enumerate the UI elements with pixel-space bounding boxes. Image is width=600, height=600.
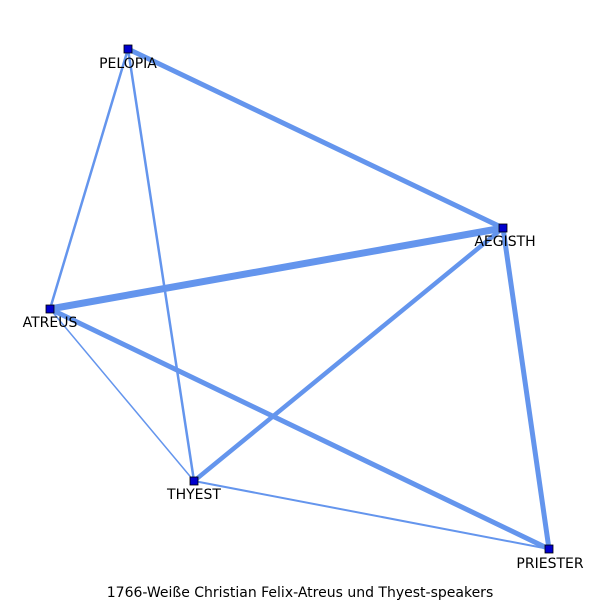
edge-aegisth-priester — [500, 225, 552, 552]
node-marker — [189, 476, 199, 486]
edge-atreus-priester — [47, 306, 552, 552]
node-label: PRIESTER — [516, 556, 583, 572]
edge-aegisth-atreus — [46, 224, 507, 313]
edge-aegisth-thyest — [191, 225, 506, 484]
node-label: THYEST — [166, 487, 221, 503]
node-marker — [45, 304, 55, 314]
edge-pelopia-thyest — [126, 47, 196, 483]
edges-layer — [46, 46, 552, 552]
edge-pelopia-atreus — [48, 47, 130, 311]
node-label: PELOPIA — [99, 56, 157, 72]
node-pelopia: PELOPIA — [99, 44, 157, 72]
edge-thyest-priester — [193, 480, 550, 550]
edge-atreus-thyest — [49, 308, 195, 482]
nodes-layer: PELOPIA AEGISTH ATREUS THYEST PRIESTER — [23, 44, 584, 572]
node-atreus: ATREUS — [23, 304, 78, 331]
node-label: AEGISTH — [474, 234, 535, 250]
node-marker — [123, 44, 133, 54]
node-marker — [498, 223, 508, 233]
diagram-caption: 1766-Weiße Christian Felix-Atreus und Th… — [107, 585, 493, 600]
node-aegisth: AEGISTH — [474, 223, 536, 250]
node-label: ATREUS — [23, 315, 78, 331]
node-priester: PRIESTER — [516, 544, 584, 572]
node-thyest: THYEST — [166, 476, 221, 503]
node-marker — [544, 544, 554, 554]
edge-pelopia-aegisth — [125, 46, 506, 231]
